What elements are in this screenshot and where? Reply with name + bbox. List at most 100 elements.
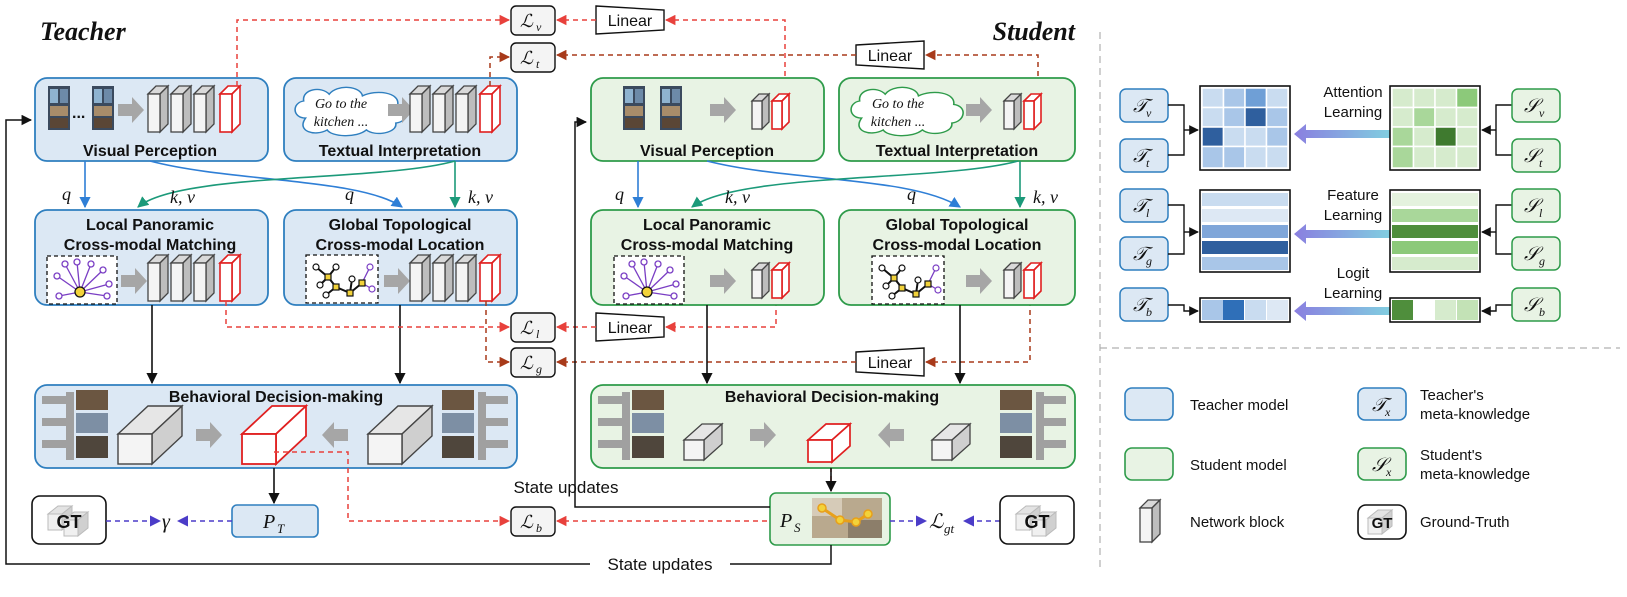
- svg-text:l: l: [1539, 206, 1543, 220]
- legend-teacher-model: Teacher model: [1190, 397, 1288, 414]
- teacher-bracket-connectors: [1168, 104, 1199, 316]
- kv-label: k, v: [725, 187, 750, 207]
- panorama-image-icon: [48, 86, 70, 130]
- network-block-red-icon: [805, 422, 853, 464]
- topological-graph-icon: [871, 255, 945, 305]
- student-state-update-loop: [574, 116, 770, 508]
- network-block-icon: [682, 422, 724, 462]
- svg-text:v: v: [1146, 106, 1152, 120]
- teacher-local-line1: Local Panoramic: [86, 217, 214, 234]
- network-block-icon: [455, 85, 477, 133]
- svg-text:l: l: [1146, 206, 1150, 220]
- network-block-red-icon: [479, 254, 501, 302]
- svg-text:l: l: [536, 327, 540, 341]
- legend-teacher-swatch: [1124, 387, 1174, 421]
- svg-text:Linear: Linear: [608, 13, 653, 30]
- svg-text:Linear: Linear: [868, 48, 913, 65]
- svg-text:GT: GT: [1372, 515, 1393, 532]
- svg-text:b: b: [536, 521, 542, 535]
- local-graph-icon: [46, 255, 118, 305]
- legend-ground-truth: Ground-Truth: [1420, 514, 1509, 531]
- linear-projection-t: Linear: [855, 40, 925, 70]
- gt-label: GT: [57, 512, 82, 532]
- logit-learning-line1: Logit: [1337, 265, 1370, 282]
- legend: Teacher model Student model Network bloc…: [1124, 387, 1530, 544]
- panorama-strip-icon: [1000, 390, 1066, 460]
- teacher-global-line1: Global Topological: [329, 217, 472, 234]
- linear-projection-v: Linear: [595, 5, 665, 35]
- teacher-global-line2: Cross-modal Location: [316, 237, 485, 254]
- trajectory-map-icon: [812, 498, 882, 538]
- svg-text:v: v: [1539, 106, 1545, 120]
- network-block-icon: [193, 254, 215, 302]
- teacher-visual-label: Visual Perception: [83, 143, 217, 160]
- svg-text:Linear: Linear: [608, 320, 653, 337]
- panorama-image-icon: [660, 86, 682, 130]
- teacher-attention-matrix: [1199, 85, 1291, 171]
- local-graph-icon: [613, 255, 685, 305]
- topological-graph-icon: [305, 254, 379, 304]
- loss-g-box: ℒ g: [510, 347, 556, 378]
- student-global-line2: Cross-modal Location: [873, 237, 1042, 254]
- student-prompt-line1: Go to the: [872, 97, 924, 112]
- gt-label: GT: [1025, 512, 1050, 532]
- svg-text:t: t: [1146, 156, 1150, 170]
- lgt-subscript: gt: [944, 521, 955, 536]
- student-logit-vector: [1389, 297, 1481, 323]
- label-mask: [590, 553, 730, 575]
- svg-text:ℒ: ℒ: [520, 512, 534, 532]
- network-block-icon: [751, 93, 770, 130]
- svg-text:ℒ: ℒ: [520, 11, 534, 31]
- student-feature-matrix: [1389, 189, 1481, 273]
- legend-network-block-icon: [1138, 498, 1162, 544]
- large-network-block-icon: [366, 404, 434, 466]
- network-block-icon: [1003, 93, 1022, 130]
- network-block-red-icon: [219, 254, 241, 302]
- svg-text:v: v: [536, 20, 542, 34]
- network-block-icon: [930, 422, 972, 462]
- legend-network-block: Network block: [1190, 514, 1285, 531]
- gamma-symbol: γ: [162, 511, 171, 533]
- network-block-icon: [409, 254, 431, 302]
- pt-subscript: T: [277, 521, 285, 536]
- svg-text:g: g: [1539, 254, 1545, 268]
- key-value-arrow: [137, 160, 456, 208]
- student-visual-label: Visual Perception: [640, 143, 774, 160]
- legend-student-swatch: [1124, 447, 1174, 481]
- q-label: q: [345, 184, 354, 204]
- ps-symbol: P: [779, 510, 792, 532]
- key-value-arrow: [691, 160, 1019, 208]
- student-attention-matrix: [1389, 85, 1481, 171]
- network-block-icon: [432, 85, 454, 133]
- teacher-local-line2: Cross-modal Matching: [64, 237, 236, 254]
- network-block-icon: [1003, 262, 1022, 299]
- panorama-strip-icon: [42, 390, 108, 460]
- svg-text:b: b: [1146, 305, 1152, 319]
- network-block-icon: [147, 85, 169, 133]
- large-network-block-icon: [116, 404, 184, 466]
- svg-text:ℒ: ℒ: [520, 48, 534, 68]
- svg-text:t: t: [1539, 156, 1543, 170]
- teacher-decision-label: Behavioral Decision-making: [169, 389, 383, 406]
- svg-text:b: b: [1539, 305, 1545, 319]
- teacher-prompt-line2: kitchen ...: [314, 115, 368, 130]
- pt-symbol: P: [262, 511, 275, 533]
- network-block-red-icon: [479, 85, 501, 133]
- svg-text:ℒ: ℒ: [520, 318, 534, 338]
- student-local-line2: Cross-modal Matching: [621, 237, 793, 254]
- large-network-block-red-icon: [239, 403, 309, 467]
- loss-v-box: ℒ v: [510, 5, 556, 36]
- loss-l-box: ℒ l: [510, 312, 556, 343]
- student-bracket-connectors: [1481, 104, 1512, 316]
- q-label: q: [62, 184, 71, 204]
- attention-learning-line1: Attention: [1323, 84, 1382, 101]
- student-decision-label: Behavioral Decision-making: [725, 389, 939, 406]
- legend-teacher-meta-line2: meta-knowledge: [1420, 406, 1530, 423]
- teacher-meta-knowledge-column: 𝒯 v 𝒯 t 𝒯 l 𝒯 g 𝒯 b: [1119, 88, 1169, 322]
- svg-text:g: g: [536, 362, 542, 376]
- teacher-feature-matrix: [1199, 189, 1291, 273]
- query-arrow: [706, 160, 961, 208]
- panorama-image-icon: [92, 86, 114, 130]
- logit-learning-line2: Learning: [1324, 285, 1382, 302]
